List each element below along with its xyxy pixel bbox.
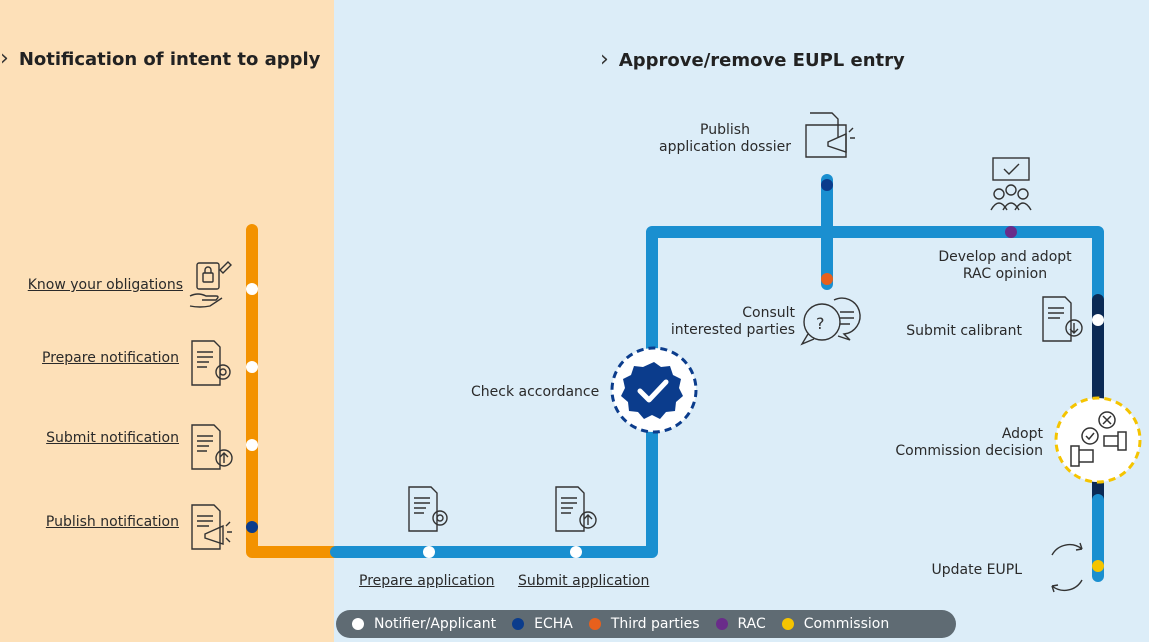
stop-know-obligations <box>246 283 258 295</box>
stop-consult <box>821 273 833 285</box>
submit-calibrant-label: Submit calibrant <box>906 323 1022 339</box>
chevron-right-icon: › <box>600 47 609 72</box>
legend-dot <box>588 618 601 630</box>
adopt-line1: Adopt <box>1001 426 1043 442</box>
document-upload-icon <box>555 486 597 532</box>
develop-line1: Develop and adopt <box>938 249 1072 265</box>
legend-label: Third parties <box>610 616 700 632</box>
verified-badge-icon <box>610 346 698 434</box>
develop-line2: RAC opinion <box>962 266 1048 282</box>
consult-line1: Consult <box>742 305 795 321</box>
folder-megaphone-icon <box>805 112 855 158</box>
consult-line2: interested parties <box>670 322 795 338</box>
stop-publish-dossier <box>821 179 833 191</box>
legend-item-notifier: Notifier/Applicant <box>352 616 496 632</box>
stop-submit-application <box>570 546 582 558</box>
approval-panel <box>334 0 1149 642</box>
chevron-right-icon: › <box>0 46 9 71</box>
prepare-notification-link[interactable]: Prepare notification <box>42 350 179 366</box>
heading-approve: › Approve/remove EUPL entry <box>600 47 905 72</box>
legend-label: ECHA <box>534 616 573 632</box>
publish-dossier-label: Publish application dossier <box>650 122 800 156</box>
stop-prepare-notification <box>246 361 258 373</box>
heading-notification: › Notification of intent to apply <box>0 46 320 71</box>
stop-rac-opinion <box>1005 226 1017 238</box>
legend-dot <box>715 618 728 630</box>
update-eupl-label: Update EUPL <box>931 562 1023 578</box>
legend-dot <box>781 618 794 630</box>
svg-text:?: ? <box>816 314 825 333</box>
speech-bubbles-icon: ? <box>800 297 861 346</box>
publish-dossier-line1: Publish <box>700 122 750 138</box>
handshake-icon <box>1054 396 1142 484</box>
refresh-icon <box>1051 542 1083 593</box>
legend-dot <box>352 618 364 630</box>
committee-vote-icon <box>990 157 1032 211</box>
legend-label: RAC <box>737 616 766 632</box>
stop-submit-calibrant <box>1092 314 1104 326</box>
document-megaphone-icon <box>191 504 232 550</box>
legend-item-commission: Commission <box>781 616 890 632</box>
legend-label: Notifier/Applicant <box>374 616 497 632</box>
document-gear-icon <box>191 340 231 386</box>
publish-notification-link[interactable]: Publish notification <box>45 514 179 530</box>
legend-item-echa: ECHA <box>512 616 573 632</box>
heading-approve-label: Approve/remove EUPL entry <box>618 50 905 71</box>
document-gear-icon <box>408 486 448 532</box>
legend-item-third-parties: Third parties <box>588 616 700 632</box>
legend-item-rac: RAC <box>715 616 766 632</box>
document-upload-icon <box>191 424 233 470</box>
publish-dossier-line2: application dossier <box>659 139 791 155</box>
heading-notification-label: Notification of intent to apply <box>18 49 321 70</box>
lock-hand-icon <box>189 261 232 308</box>
submit-application-link[interactable]: Submit application <box>518 573 650 589</box>
legend-label: Commission <box>803 616 890 632</box>
legend-bar: Notifier/Applicant ECHA Third parties RA… <box>336 610 956 638</box>
consult-label: Consult interested parties <box>650 305 795 339</box>
blue-track <box>330 226 1104 558</box>
prepare-application-link[interactable]: Prepare application <box>359 573 495 589</box>
legend-dot <box>512 618 525 630</box>
notification-panel <box>0 0 334 642</box>
know-obligations-link[interactable]: Know your obligations <box>27 277 183 293</box>
stop-publish-notification <box>246 521 258 533</box>
check-accordance-label: Check accordance <box>471 384 600 400</box>
develop-rac-label: Develop and adopt RAC opinion <box>925 249 1085 283</box>
document-download-icon <box>1042 296 1083 342</box>
stop-submit-notification <box>246 439 258 451</box>
stop-prepare-application <box>423 546 435 558</box>
submit-notification-link[interactable]: Submit notification <box>46 430 179 446</box>
adopt-line2: Commission decision <box>895 443 1043 459</box>
stop-update-eupl <box>1092 560 1104 572</box>
orange-track <box>246 224 342 558</box>
adopt-decision-label: Adopt Commission decision <box>880 426 1043 460</box>
